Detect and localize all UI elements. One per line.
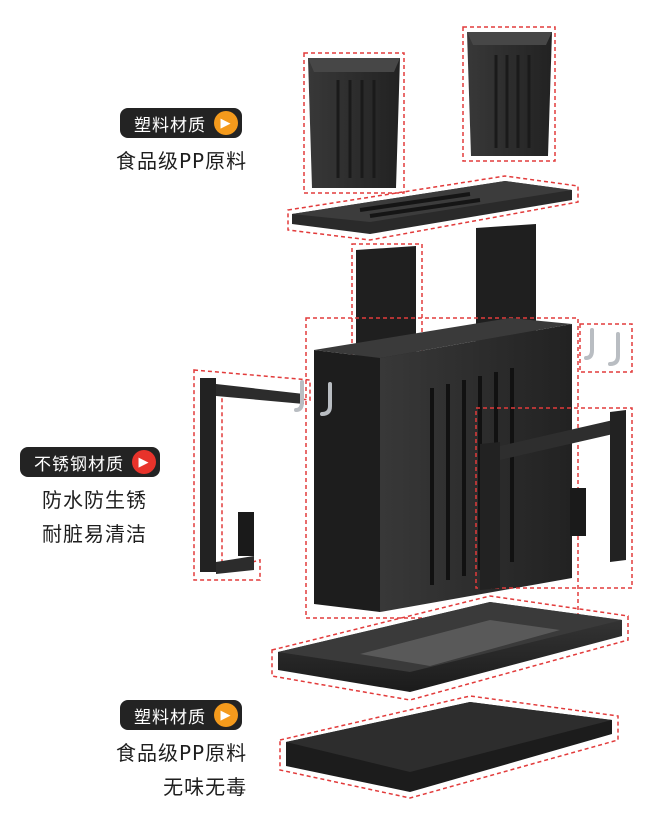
description-line: 耐脏易清洁 [42,522,147,546]
material-badge-text: 不锈钢材质 [34,454,124,475]
left-side-frame [193,369,311,581]
hook-icon [294,328,620,416]
description-line: 食品级PP原料 [116,741,248,765]
label-bottom-plastic: 塑料材质 ▶ 食品级PP原料 无味无毒 [116,700,247,804]
material-badge: 塑料材质 ▶ [120,700,242,730]
material-badge-text: 塑料材质 [134,115,206,136]
chevron-right-icon: ▶ [132,450,156,474]
label-top-plastic: 塑料材质 ▶ 食品级PP原料 [116,108,247,178]
top-plastic-tray [287,175,579,241]
material-badge: 塑料材质 ▶ [120,108,242,138]
plastic-cup-left [303,52,405,194]
label-middle-steel: 不锈钢材质 ▶ 防水防生锈 耐脏易清洁 [20,447,160,551]
plastic-cup-right [462,26,556,162]
description-line: 无味无毒 [163,775,248,799]
chevron-right-icon: ▶ [214,703,238,727]
chevron-right-icon: ▶ [214,111,238,135]
material-badge: 不锈钢材质 ▶ [20,447,160,477]
stainless-steel-knife-holder [305,317,579,619]
drip-tray [271,595,629,701]
material-description: 食品级PP原料 无味无毒 [116,736,247,804]
material-description: 防水防生锈 耐脏易清洁 [42,483,160,551]
right-side-frame [475,407,633,590]
bottom-plastic-tray [279,695,619,799]
description-line: 食品级PP原料 [116,149,248,173]
material-badge-text: 塑料材质 [134,707,206,728]
description-line: 防水防生锈 [42,488,147,512]
material-description: 食品级PP原料 [116,144,247,178]
